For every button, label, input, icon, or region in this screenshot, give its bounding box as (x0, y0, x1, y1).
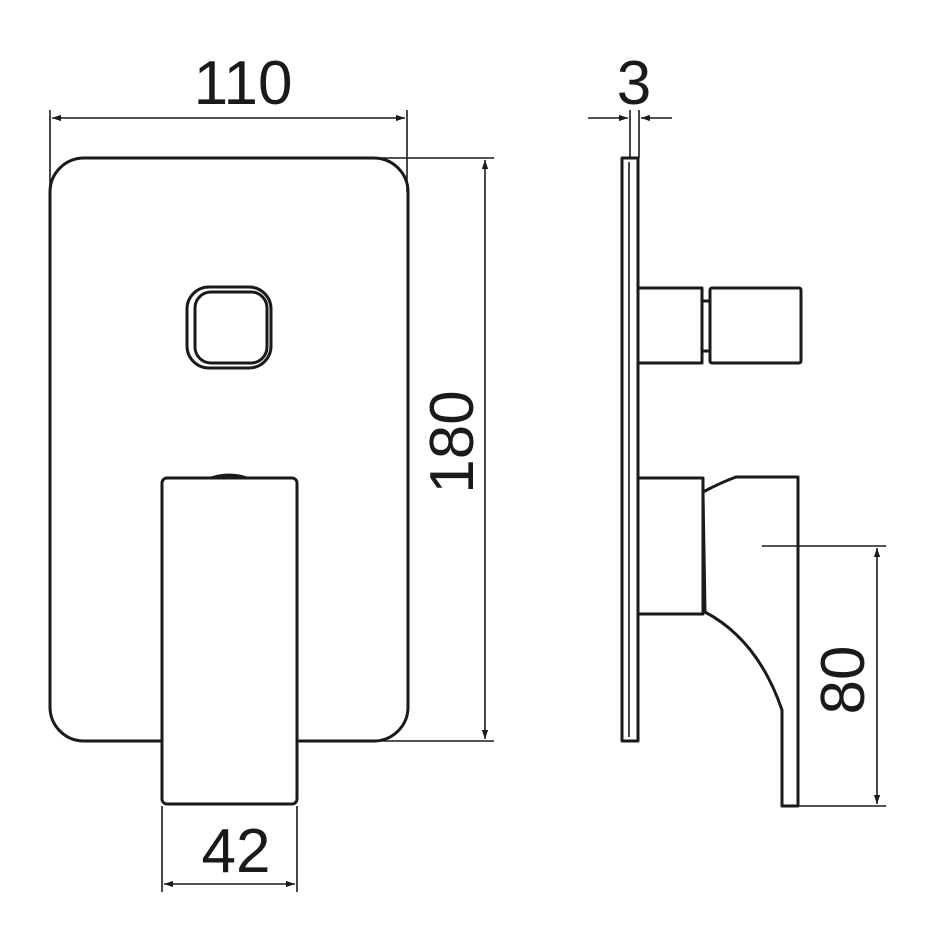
dimension-label-plate-width: 110 (194, 49, 293, 118)
dimension-label-lever-projection: 80 (809, 646, 878, 715)
diverter-knob-profile (708, 286, 803, 365)
mixer-lever (160, 476, 299, 806)
diverter-shaft-base (636, 286, 704, 365)
dimension-label-lever-width: 42 (202, 817, 271, 886)
dimension-lever-projection: 80 (762, 545, 886, 807)
lever-base-block (636, 476, 705, 616)
dimension-lever-width: 42 (161, 806, 298, 892)
lever-handle-profile (701, 475, 800, 808)
dimension-plate-height: 180 (380, 157, 494, 742)
dimension-label-plate-height: 180 (418, 390, 487, 493)
front-view (48, 156, 410, 806)
dimension-plate-thickness: 3 (588, 49, 672, 158)
cover-plate-edge (620, 156, 640, 743)
side-view (620, 156, 803, 808)
dimension-plate-width: 110 (49, 49, 408, 192)
diverter-knob (185, 285, 273, 370)
dimension-label-plate-thickness: 3 (617, 49, 651, 118)
